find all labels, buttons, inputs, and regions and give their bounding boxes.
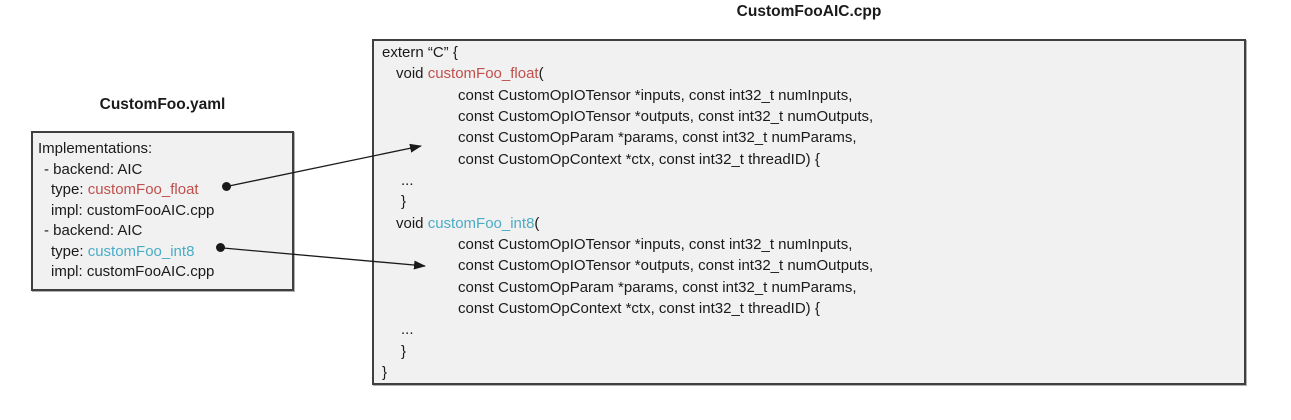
code-keyword: void bbox=[396, 214, 428, 232]
code-keyword: void bbox=[396, 65, 428, 83]
code-paren: ( bbox=[538, 65, 544, 83]
code-paren: ( bbox=[534, 214, 540, 232]
yaml-line-type-float: type: customFoo_float bbox=[51, 180, 292, 201]
yaml-line: Implementations: bbox=[38, 140, 153, 157]
cpp-file-title: CustomFooAIC.cpp bbox=[736, 3, 882, 20]
yaml-line: impl: customFooAIC.cpp bbox=[51, 263, 215, 280]
code-line: const CustomOpIOTensor *inputs, const in… bbox=[458, 86, 853, 104]
yaml-line: - backend: AIC bbox=[44, 160, 143, 178]
yaml-value-customfoo-int8: customFoo_int8 bbox=[87, 242, 195, 260]
code-line: } bbox=[401, 342, 407, 360]
yaml-line-type-int8: type: customFoo_int8 bbox=[51, 242, 292, 263]
yaml-key: type: bbox=[51, 242, 88, 260]
code-line-fn-float: void customFoo_float( bbox=[396, 63, 1244, 84]
code-line: } bbox=[382, 364, 388, 382]
yaml-line: - backend: AIC bbox=[44, 222, 143, 239]
code-line: ... bbox=[401, 172, 414, 190]
code-line: const CustomOpParam *params, const int32… bbox=[458, 129, 857, 147]
code-line: const CustomOpContext *ctx, const int32_… bbox=[458, 150, 820, 168]
code-line: extern “C” { bbox=[382, 44, 458, 61]
code-line: const CustomOpParam *params, const int32… bbox=[458, 278, 857, 296]
code-line: ... bbox=[401, 321, 414, 339]
cpp-file-panel: extern “C” { void customFoo_float( const… bbox=[372, 39, 1246, 385]
yaml-file-panel: Implementations: - backend: AIC type: cu… bbox=[31, 131, 294, 291]
yaml-file-title: CustomFoo.yaml bbox=[99, 96, 226, 113]
yaml-key: type: bbox=[51, 181, 88, 198]
code-line: const CustomOpIOTensor *outputs, const i… bbox=[458, 108, 874, 126]
code-fn-name-customfoo-int8: customFoo_int8 bbox=[427, 214, 535, 232]
yaml-line: impl: customFooAIC.cpp bbox=[51, 201, 215, 219]
code-line-fn-int8: void customFoo_int8( bbox=[396, 213, 1244, 234]
code-line: const CustomOpIOTensor *inputs, const in… bbox=[458, 236, 853, 254]
code-line: const CustomOpContext *ctx, const int32_… bbox=[458, 300, 820, 318]
code-line: } bbox=[401, 193, 407, 211]
code-line: const CustomOpIOTensor *outputs, const i… bbox=[458, 257, 874, 275]
code-fn-name-customfoo-float: customFoo_float bbox=[427, 65, 539, 83]
yaml-value-customfoo-float: customFoo_float bbox=[87, 181, 199, 198]
